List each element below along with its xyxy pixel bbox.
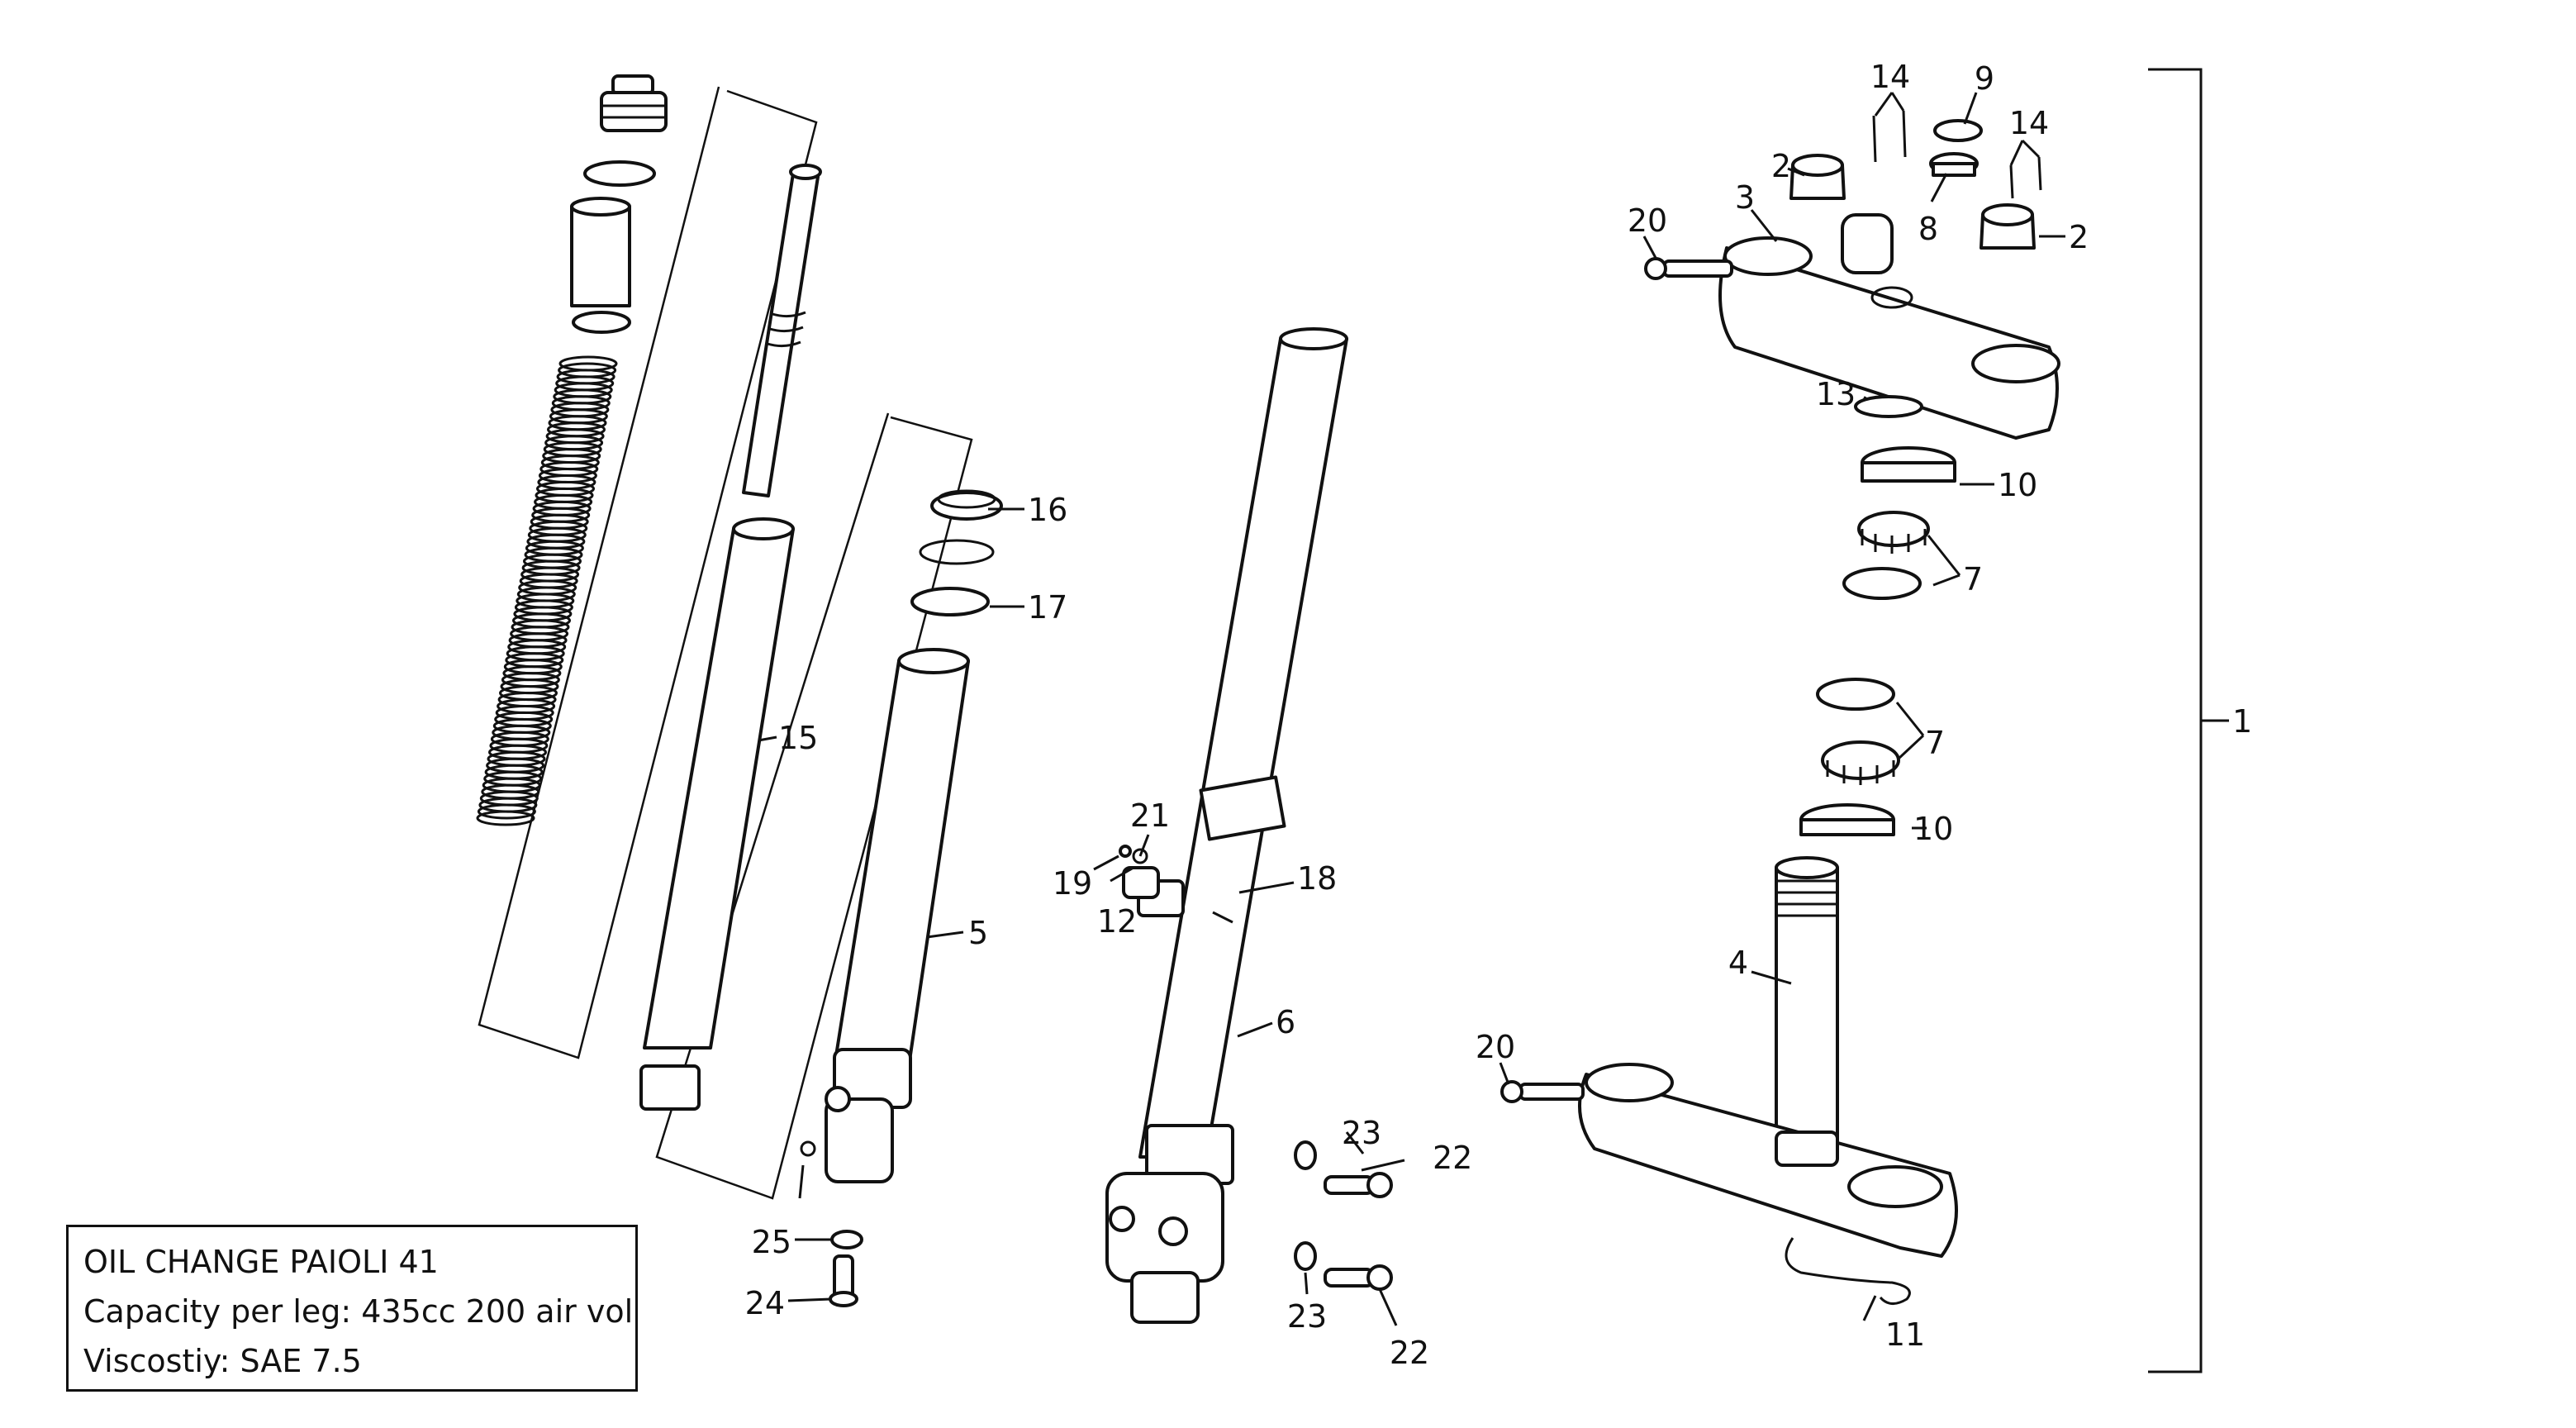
callout-25: 25 (752, 1224, 791, 1260)
screw-18 (1212, 911, 1233, 924)
callout-21: 21 (1130, 797, 1170, 834)
spring-coil (477, 803, 536, 820)
fork-cap (600, 74, 668, 132)
oil-seal (910, 587, 990, 616)
group-outline-spring (478, 86, 818, 1059)
callout-1: 1 (2232, 703, 2252, 740)
callout-7-upper: 7 (1963, 561, 1983, 597)
outer-fork-tube (1105, 327, 1348, 1324)
washer-19 (1119, 845, 1132, 858)
oil-change-note: OIL CHANGE PAIOLI 41 Capacity per leg: 4… (66, 1225, 638, 1392)
clip-21 (1132, 848, 1148, 864)
pinch-bolt-20-upper (1644, 257, 1733, 280)
bearing-race-7-upper (1842, 567, 1922, 600)
washer-23-upper (1294, 1140, 1317, 1170)
bolts-14-left-b (1902, 110, 1907, 158)
lower-triple-clamp (1578, 1063, 1958, 1258)
callout-22-upper: 22 (1433, 1140, 1472, 1176)
callout-20-upper: 20 (1628, 202, 1667, 239)
bearing-7-upper (1857, 511, 1930, 554)
washer-23-lower (1294, 1241, 1317, 1271)
callout-14-right: 14 (2009, 105, 2049, 141)
seal-clip (919, 539, 995, 565)
spacer-tube (570, 197, 631, 307)
spring-coil (476, 810, 535, 826)
callout-16: 16 (1028, 492, 1067, 528)
steering-lock-11 (1785, 1237, 1911, 1305)
callout-2-right: 2 (2069, 219, 2089, 255)
dust-cover-10-lower (1799, 803, 1895, 836)
callout-4: 4 (1728, 945, 1748, 981)
upper-triple-clamp (1718, 213, 2060, 440)
bolts-14-right-b (2037, 156, 2042, 191)
bolts-14-right (2009, 164, 2014, 199)
bar-clamp-right (1980, 203, 2036, 250)
pinch-bolt-20-lower (1500, 1080, 1585, 1103)
bar-clamp-left (1789, 154, 1846, 200)
axle-bolt-lower (1324, 1264, 1393, 1291)
cap-9 (1933, 119, 1983, 142)
leader-lines (758, 92, 2065, 1326)
axle-bolt-upper (1324, 1172, 1393, 1198)
callout-2-left: 2 (1771, 148, 1791, 184)
caliper-bracket (1122, 866, 1185, 917)
bottom-bush (639, 1064, 701, 1111)
callout-20-lower: 20 (1476, 1029, 1515, 1065)
callout-13: 13 (1816, 376, 1856, 412)
dust-seal (930, 489, 1003, 521)
callout-15: 15 (778, 720, 818, 756)
callout-9: 9 (1975, 60, 1994, 97)
callout-7-lower: 7 (1925, 725, 1945, 761)
note-capacity: Capacity per leg: 435cc 200 air vol (83, 1293, 634, 1330)
steering-nut-8 (1929, 152, 1979, 177)
callout-24: 24 (745, 1285, 785, 1321)
callout-11: 11 (1885, 1316, 1925, 1353)
drain-screw (829, 1254, 858, 1307)
callout-12: 12 (1097, 903, 1137, 940)
callout-14-left: 14 (1870, 59, 1910, 95)
callout-5: 5 (968, 915, 988, 951)
note-title: OIL CHANGE PAIOLI 41 (83, 1244, 439, 1280)
callout-6: 6 (1276, 1004, 1295, 1040)
lock-washer-13 (1854, 395, 1923, 418)
callout-23-lower: 23 (1287, 1298, 1327, 1335)
inner-tube (643, 517, 795, 1050)
fork-spring (476, 355, 618, 826)
callout-23-upper: 23 (1342, 1115, 1381, 1151)
spring-washer (572, 311, 631, 334)
bearing-7-lower (1821, 740, 1900, 785)
assembly-bracket (2148, 68, 2229, 1373)
note-viscosity: Viscostiy: SAE 7.5 (83, 1343, 362, 1379)
callout-18: 18 (1297, 860, 1337, 897)
drain-washer (830, 1230, 863, 1250)
leg-washer (800, 1140, 816, 1157)
callout-22-lower: 22 (1390, 1335, 1429, 1371)
callout-17: 17 (1028, 589, 1067, 626)
lower-fork-leg (825, 648, 970, 1183)
bolts-14-left (1872, 115, 1877, 163)
dust-cover-10-upper (1861, 446, 1956, 483)
cap-o-ring (583, 160, 656, 187)
damper-rod (742, 164, 822, 497)
callout-10-lower: 10 (1913, 811, 1953, 847)
callout-19: 19 (1053, 865, 1092, 902)
callout-8: 8 (1918, 211, 1938, 247)
leg-screw (798, 1164, 805, 1199)
bearing-race-7-lower (1816, 678, 1895, 711)
steering-stem (1775, 856, 1839, 1150)
callout-10-upper: 10 (1998, 467, 2037, 503)
callout-3: 3 (1735, 179, 1755, 216)
